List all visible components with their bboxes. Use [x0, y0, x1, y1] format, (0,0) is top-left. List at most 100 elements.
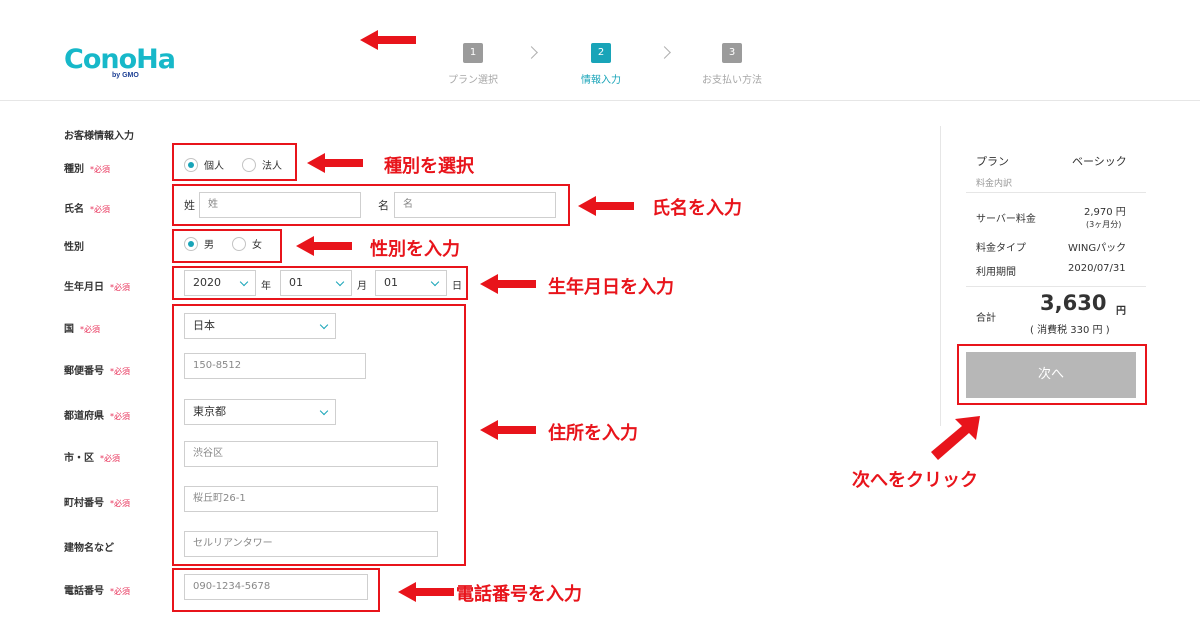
town-input[interactable]: 桜丘町26-1 — [184, 486, 438, 512]
required-mark: *必須 — [100, 454, 120, 463]
town-label: 町村番号*必須 — [64, 498, 130, 509]
chevron-right-icon — [525, 46, 538, 59]
name-label: 氏名*必須 — [64, 204, 110, 215]
sidebar-divider — [940, 126, 941, 426]
divider — [966, 192, 1146, 193]
required-mark: *必須 — [110, 587, 130, 596]
building-input[interactable]: セルリアンタワー — [184, 531, 438, 557]
phone-input[interactable]: 090-1234-5678 — [184, 574, 368, 600]
highlight-address — [172, 304, 466, 566]
step-label: お支払い方法 — [702, 75, 762, 86]
step-label: 情報入力 — [581, 75, 621, 86]
required-mark: *必須 — [90, 165, 110, 174]
step-number: 2 — [591, 43, 611, 63]
step-number: 1 — [463, 43, 483, 63]
total-value: 3,630 — [1040, 291, 1107, 315]
arrow-left-icon — [480, 420, 536, 440]
birthdate-label: 生年月日*必須 — [64, 282, 130, 293]
highlight-name — [172, 184, 570, 226]
building-label: 建物名など — [64, 543, 114, 554]
conoha-logo[interactable]: ConoHa by GMO — [64, 42, 176, 82]
gender-label: 性別 — [64, 242, 84, 253]
phone-label: 電話番号*必須 — [64, 586, 130, 597]
server-fee-label: サーバー料金 — [976, 214, 1036, 225]
year-unit: 年 — [261, 281, 271, 292]
server-fee-value: 2,970 円 — [1084, 207, 1126, 218]
prefecture-label: 都道府県*必須 — [64, 411, 130, 422]
day-unit: 日 — [452, 281, 462, 292]
postal-label: 郵便番号*必須 — [64, 366, 130, 377]
total-unit: 円 — [1116, 306, 1126, 317]
divider — [966, 286, 1146, 287]
annotation-phone: 電話番号を入力 — [456, 584, 582, 605]
radio-corporation[interactable]: 法人 — [242, 157, 282, 172]
country-label: 国*必須 — [64, 324, 100, 335]
annotation-next: 次へをクリック — [852, 470, 978, 491]
city-label: 市・区*必須 — [64, 453, 120, 464]
arrow-left-icon — [398, 582, 454, 602]
last-name-prefix: 姓 — [184, 199, 195, 212]
radio-male[interactable]: 男 — [184, 236, 214, 251]
step-label: プラン選択 — [448, 75, 498, 86]
fee-type-label: 料金タイプ — [976, 243, 1026, 254]
birth-month-select[interactable]: 01 — [280, 270, 352, 296]
birth-day-select[interactable]: 01 — [375, 270, 447, 296]
plan-value: ベーシック — [1072, 155, 1127, 168]
highlight-next-button — [957, 344, 1147, 405]
arrow-left-icon — [296, 236, 352, 256]
first-name-prefix: 名 — [378, 199, 389, 212]
server-fee-note: (3ヶ月分) — [1086, 220, 1122, 229]
radio-checked-icon[interactable] — [184, 157, 198, 172]
annotation-address: 住所を入力 — [548, 423, 638, 444]
highlight-birthdate — [172, 266, 468, 300]
next-button[interactable]: 次へ — [966, 352, 1136, 398]
arrow-left-icon — [578, 196, 634, 216]
required-mark: *必須 — [110, 283, 130, 292]
type-label: 種別*必須 — [64, 164, 110, 175]
required-mark: *必須 — [110, 367, 130, 376]
period-label: 利用期間 — [976, 267, 1016, 278]
logo-wordmark: ConoHa — [64, 44, 176, 75]
required-mark: *必須 — [80, 325, 100, 334]
prefecture-select[interactable]: 東京都 — [184, 399, 336, 425]
arrow-up-right-icon — [931, 416, 980, 460]
type-radio-group: 個人 法人 — [184, 157, 300, 172]
site-header: ConoHa by GMO 1 プラン選択 2 情報入力 3 お支払い方法 — [0, 0, 1200, 101]
radio-checked-icon[interactable] — [184, 236, 198, 251]
gender-radio-group: 男 女 — [184, 236, 280, 251]
first-name-input[interactable]: 名 — [394, 192, 556, 218]
fee-type-value: WINGパック — [1068, 243, 1127, 254]
tax-note: ( 消費税 330 円 ) — [1030, 325, 1110, 336]
radio-unchecked-icon[interactable] — [232, 236, 246, 251]
month-unit: 月 — [357, 281, 367, 292]
last-name-input[interactable]: 姓 — [199, 192, 361, 218]
city-input[interactable]: 渋谷区 — [184, 441, 438, 467]
period-value: 2020/07/31 — [1068, 263, 1126, 274]
highlight-phone — [172, 568, 380, 612]
arrow-left-icon — [307, 153, 363, 173]
required-mark: *必須 — [110, 412, 130, 421]
radio-unchecked-icon[interactable] — [242, 157, 256, 172]
radio-female[interactable]: 女 — [232, 236, 262, 251]
annotation-birthdate: 生年月日を入力 — [548, 277, 674, 298]
plan-label: プラン — [976, 155, 1009, 168]
breakdown-label: 料金内訳 — [976, 179, 1013, 189]
annotation-type: 種別を選択 — [384, 156, 474, 177]
step-info-input: 2 情報入力 — [556, 40, 646, 86]
logo-by-gmo: by GMO — [112, 72, 139, 79]
radio-individual[interactable]: 個人 — [184, 157, 224, 172]
chevron-right-icon — [658, 46, 671, 59]
required-mark: *必須 — [110, 499, 130, 508]
country-select[interactable]: 日本 — [184, 313, 336, 339]
annotation-name: 氏名を入力 — [652, 198, 742, 219]
arrow-left-icon — [360, 30, 416, 50]
postal-input[interactable]: 150-8512 — [184, 353, 366, 379]
section-title: お客様情報入力 — [64, 131, 134, 142]
annotation-gender: 性別を入力 — [370, 239, 460, 260]
required-mark: *必須 — [90, 205, 110, 214]
highlight-gender — [172, 229, 282, 263]
highlight-type — [172, 143, 297, 181]
total-label: 合計 — [976, 313, 996, 324]
step-plan-selection: 1 プラン選択 — [428, 40, 518, 86]
birth-year-select[interactable]: 2020 — [184, 270, 256, 296]
